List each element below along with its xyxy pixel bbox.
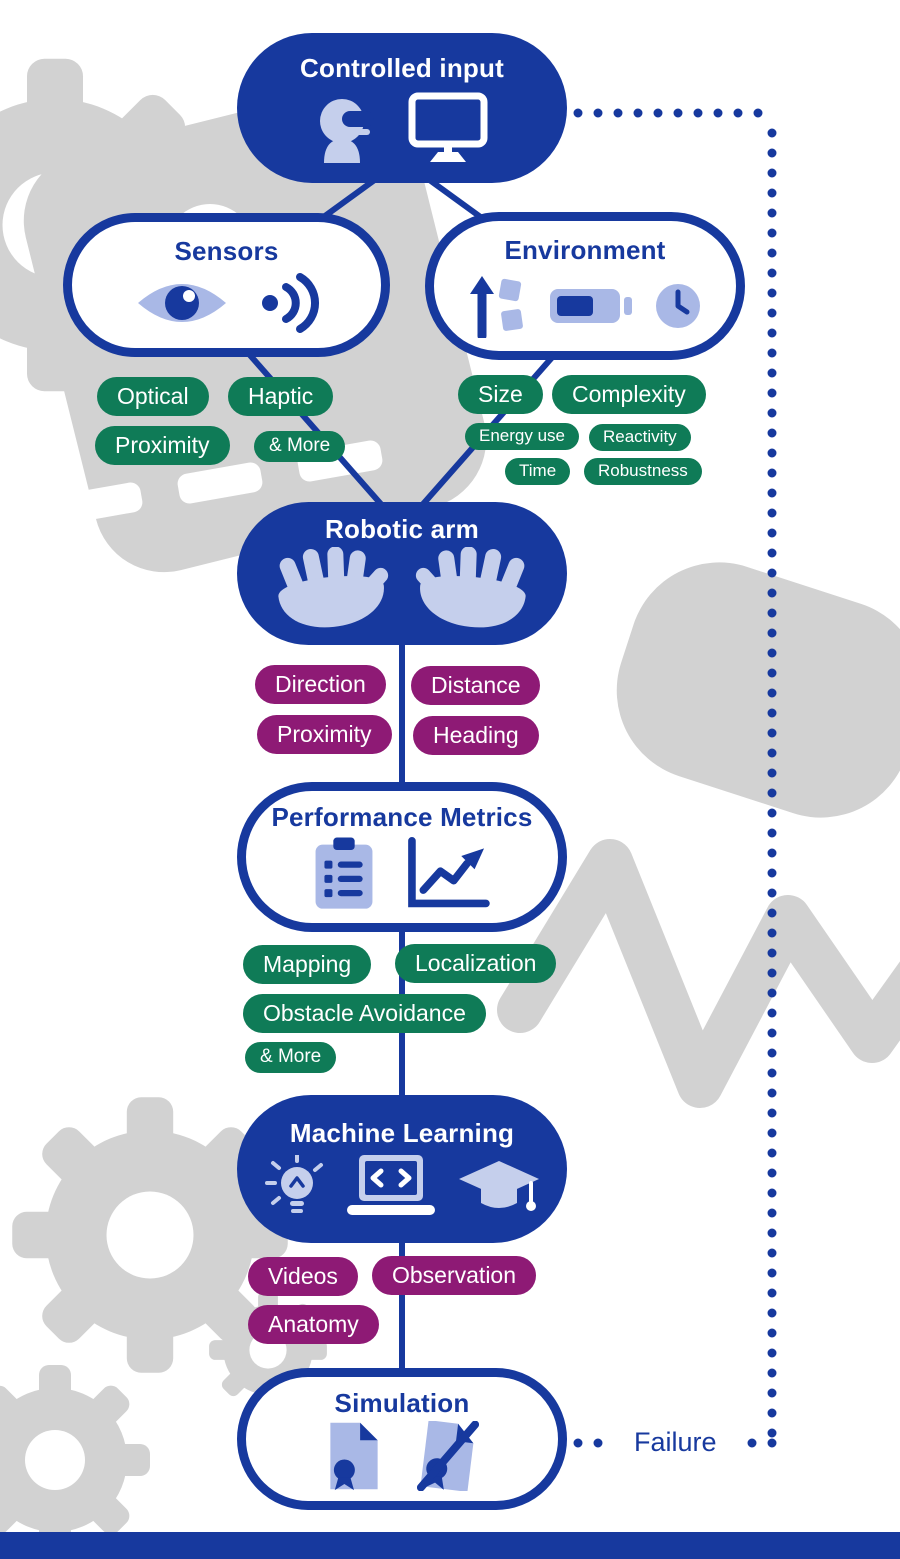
watermark-road-dashes bbox=[57, 440, 383, 524]
node-environment: Environment bbox=[425, 212, 745, 360]
vr-user-icon bbox=[320, 98, 374, 163]
tag-distance: Distance bbox=[411, 666, 541, 706]
trend-chart-icon bbox=[408, 836, 490, 907]
node-title: Environment bbox=[504, 234, 666, 265]
node-title: Performance Metrics bbox=[271, 801, 533, 832]
tag-proximity: Proximity bbox=[95, 426, 230, 466]
tag-optical: Optical bbox=[97, 377, 209, 417]
node-performance-metrics: Performance Metrics bbox=[237, 782, 567, 932]
watermark-pulse-line bbox=[497, 839, 900, 1108]
failure-label: Failure bbox=[634, 1427, 717, 1457]
laptop-code-icon bbox=[347, 1154, 435, 1215]
tag-time: Time bbox=[505, 458, 571, 485]
node-sensors: Sensors bbox=[63, 213, 390, 357]
tag-and-more: & More bbox=[254, 431, 346, 462]
bottom-accent-bar bbox=[0, 1532, 900, 1559]
dotted-failure-path bbox=[573, 108, 777, 1448]
simulation-icons bbox=[325, 1420, 479, 1491]
tag-reactivity: Reactivity bbox=[589, 424, 691, 451]
open-hand-right-icon bbox=[415, 547, 526, 628]
tag-observation: Observation bbox=[372, 1256, 537, 1296]
node-machine-learning: Machine Learning bbox=[237, 1095, 567, 1243]
tag-robustness: Robustness bbox=[584, 458, 702, 485]
graduation-cap-icon bbox=[459, 1160, 539, 1211]
tag-energy-use: Energy use bbox=[465, 423, 579, 450]
tag-localization: Localization bbox=[395, 944, 557, 984]
document-award-icon bbox=[330, 1422, 378, 1490]
node-title: Sensors bbox=[174, 235, 279, 266]
tag-videos: Videos bbox=[248, 1257, 358, 1297]
machine-learning-icons bbox=[263, 1154, 541, 1221]
node-title: Machine Learning bbox=[289, 1117, 515, 1148]
node-title: Simulation bbox=[334, 1387, 470, 1418]
battery-icon bbox=[550, 288, 632, 323]
sound-waves-icon bbox=[261, 272, 319, 333]
tag-and-more-2: & More bbox=[245, 1042, 337, 1073]
robotic-arm-icons bbox=[268, 547, 536, 633]
node-title: Robotic arm bbox=[325, 514, 479, 544]
node-robotic-arm: Robotic arm bbox=[237, 502, 567, 645]
clock-icon bbox=[656, 283, 700, 328]
tag-heading: Heading bbox=[413, 716, 539, 756]
node-controlled-input: Controlled input bbox=[237, 33, 567, 183]
environment-icons bbox=[468, 274, 702, 338]
tag-anatomy: Anatomy bbox=[248, 1305, 379, 1345]
sensors-icons bbox=[134, 271, 320, 335]
tag-size: Size bbox=[458, 375, 543, 415]
open-hand-left-icon bbox=[278, 547, 389, 628]
controlled-input-icons bbox=[314, 92, 490, 164]
arrow-boxes-icon bbox=[470, 275, 523, 338]
node-title: Controlled input bbox=[300, 52, 504, 83]
tag-direction: Direction bbox=[255, 665, 386, 705]
tag-obstacle-avoidance: Obstacle Avoidance bbox=[243, 994, 486, 1034]
node-simulation: Simulation bbox=[237, 1368, 567, 1510]
tag-proximity-2: Proximity bbox=[257, 715, 392, 755]
tag-haptic: Haptic bbox=[228, 377, 334, 417]
monitor-icon bbox=[408, 92, 488, 162]
clipboard-checklist-icon bbox=[315, 837, 373, 909]
tag-mapping: Mapping bbox=[243, 945, 372, 985]
performance-metrics-icons bbox=[312, 835, 492, 913]
document-award-slash-icon bbox=[417, 1420, 479, 1491]
eye-icon bbox=[137, 283, 226, 322]
tag-complexity: Complexity bbox=[552, 375, 706, 415]
lightbulb-icon bbox=[265, 1154, 323, 1213]
